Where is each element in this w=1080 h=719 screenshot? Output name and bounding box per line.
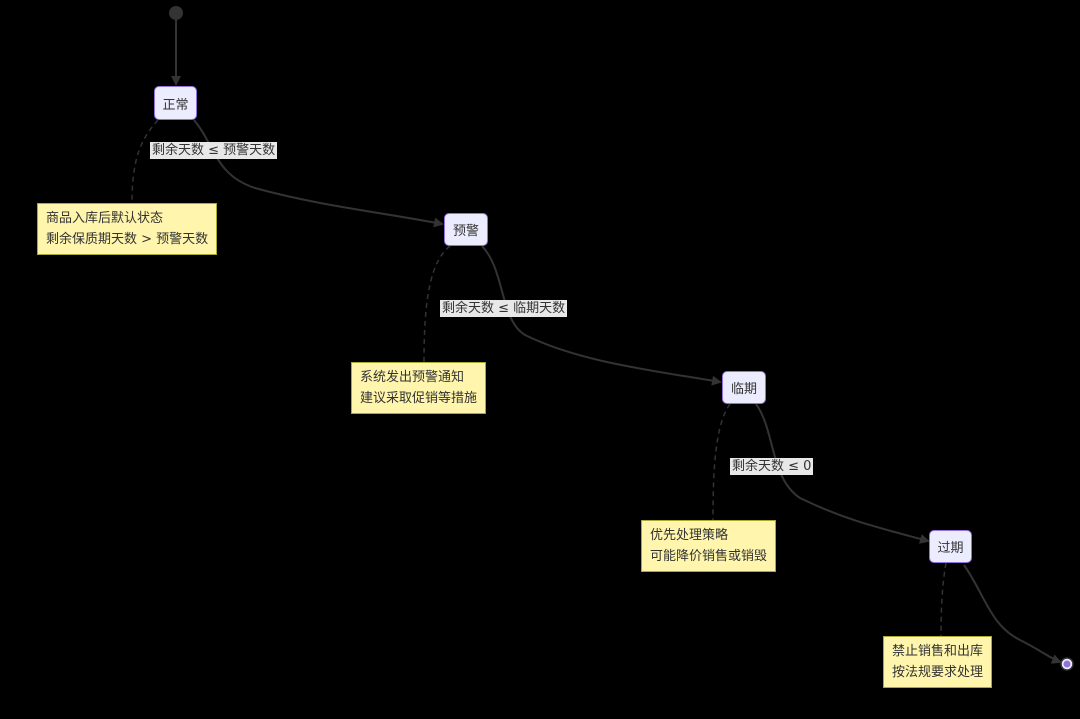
state-expired[interactable]: 过期 bbox=[929, 530, 972, 563]
state-warning[interactable]: 预警 bbox=[444, 213, 488, 246]
note-line: 按法规要求处理 bbox=[892, 665, 984, 680]
end-node-inner bbox=[1063, 660, 1071, 668]
note-line: 优先处理策略 bbox=[650, 528, 729, 543]
state-label: 过期 bbox=[937, 541, 964, 556]
note-normal: 商品入库后默认状态 剩余保质期天数 > 预警天数 bbox=[37, 203, 218, 255]
state-label: 临期 bbox=[730, 382, 757, 397]
edge-normal-to-warning bbox=[193, 119, 444, 228]
note-connector-normal bbox=[131, 119, 159, 204]
note-line: 建议采取促销等措施 bbox=[360, 391, 478, 406]
edge-near-expiry-to-expired bbox=[755, 403, 930, 544]
transition-label: 剩余天数 ≤ 0 bbox=[730, 458, 814, 475]
start-node bbox=[169, 6, 183, 20]
transition-label: 剩余天数 ≤ 临期天数 bbox=[440, 300, 568, 317]
state-normal[interactable]: 正常 bbox=[154, 86, 197, 120]
edge-expired-to-end bbox=[963, 564, 1062, 664]
note-line: 禁止销售和出库 bbox=[892, 644, 984, 659]
note-connector-expired bbox=[940, 562, 947, 637]
transition-label: 剩余天数 ≤ 预警天数 bbox=[150, 142, 278, 159]
note-expired: 禁止销售和出库 按法规要求处理 bbox=[883, 636, 993, 688]
note-line: 系统发出预警通知 bbox=[360, 370, 465, 385]
edge-warning-to-near-expiry bbox=[481, 245, 722, 386]
note-connector-near-expiry bbox=[712, 403, 731, 521]
state-label: 正常 bbox=[162, 97, 189, 113]
note-line: 剩余保质期天数 > 预警天数 bbox=[46, 232, 209, 247]
note-line: 可能降价销售或销毁 bbox=[650, 549, 768, 564]
note-warning: 系统发出预警通知 建议采取促销等措施 bbox=[351, 362, 487, 414]
state-near-expiry[interactable]: 临期 bbox=[722, 371, 766, 404]
note-connector-warning bbox=[423, 245, 451, 363]
state-label: 预警 bbox=[452, 224, 479, 239]
note-near-expiry: 优先处理策略 可能降价销售或销毁 bbox=[641, 520, 777, 572]
note-line: 商品入库后默认状态 bbox=[46, 211, 164, 226]
